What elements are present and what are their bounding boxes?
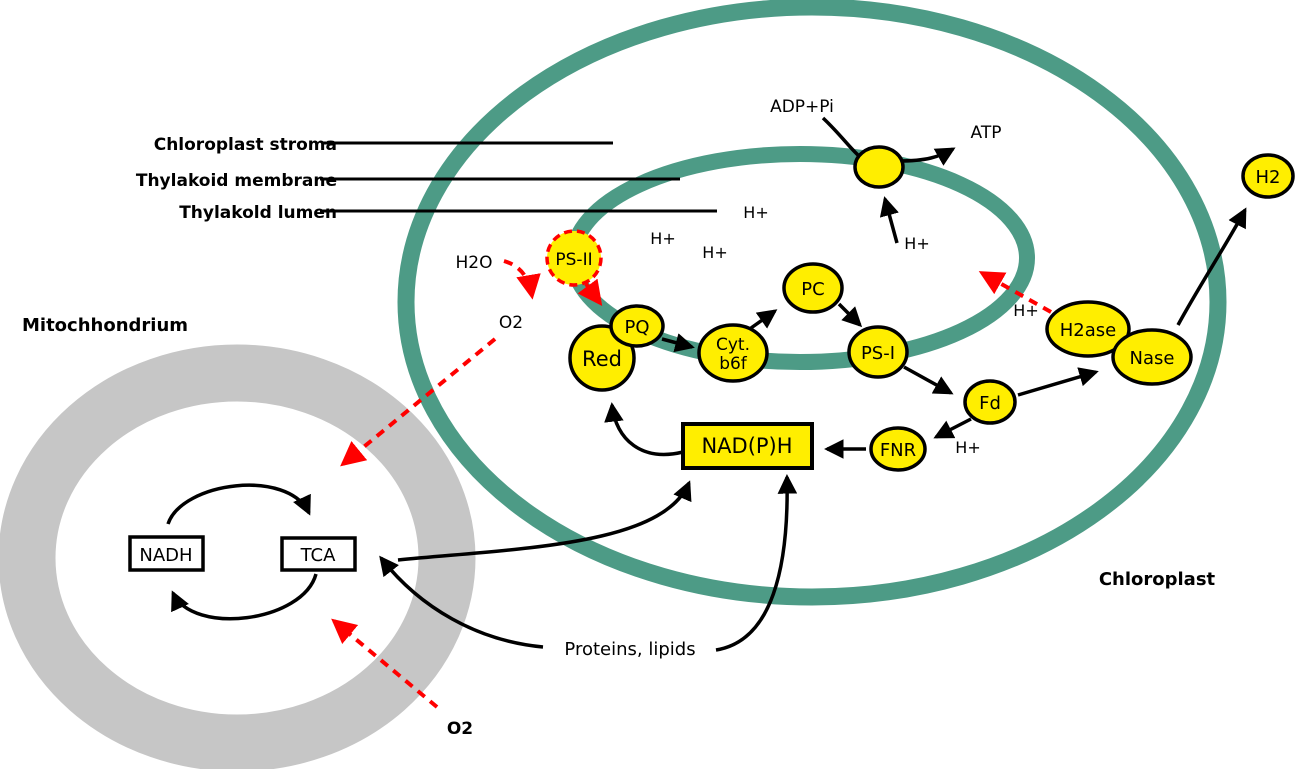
arrow-nadph-to-red (604, 402, 684, 457)
atp-label: ATP (971, 123, 1002, 143)
fd-label: Fd (979, 393, 1001, 414)
label-mitochondrium: Mitochhondrium (22, 315, 188, 336)
yellow-nodes (545, 145, 1295, 472)
red-node (568, 324, 636, 392)
label-proteins-lipids: Proteins, lipids (564, 639, 695, 660)
arrow-pq-to-cytb6f (661, 333, 695, 353)
label-chloroplast-stroma: Chloroplast stroma (154, 135, 337, 155)
cytb6f-label-line2: b6f (719, 354, 748, 374)
h2-node (1241, 153, 1295, 199)
o2-lower-label: O2 (447, 719, 473, 739)
nadh-label: NADH (139, 545, 192, 566)
pc-node (782, 262, 844, 314)
hplus-h2ase: H+ (1013, 301, 1038, 320)
pq-node (609, 304, 665, 348)
hplus-lumen-2: H+ (650, 229, 675, 248)
arrow-proteins-to-tca (379, 555, 544, 649)
arrow-hplus-to-synthase (879, 196, 899, 244)
tca-label: TCA (300, 545, 337, 566)
ps2-label: PS-II (555, 250, 592, 270)
ps2-node (545, 229, 603, 287)
pc-label: PC (801, 279, 824, 300)
hplus-synthase: H+ (904, 234, 929, 253)
nase-node (1111, 328, 1193, 386)
hplus-lumen-3: H+ (702, 243, 727, 262)
red-arrow-h2o-to-o2 (503, 259, 541, 300)
nadph-box (681, 422, 814, 470)
arrow-adp-to-synthase (821, 116, 861, 158)
label-thylakoid-lumen: Thylakold lumen (179, 203, 337, 223)
arrow-proteins-to-nadph-right (715, 474, 798, 652)
arrow-pc-to-ps1 (837, 302, 863, 328)
fnr-node (869, 426, 927, 472)
nadh-box (128, 535, 205, 572)
arrow-tca-to-nadh (171, 573, 318, 621)
o2-upper-label: O2 (499, 313, 523, 333)
nadph-label: NAD(P)H (701, 434, 792, 458)
fd-node (963, 379, 1017, 425)
arrow-synthase-to-atp (898, 147, 956, 166)
arrow-fd-to-nase (1017, 367, 1099, 397)
nase-label: Nase (1130, 348, 1175, 369)
h2-label: H2 (1256, 167, 1281, 188)
hplus-lumen-1: H+ (743, 203, 768, 222)
arrow-nadh-to-tca (166, 483, 311, 525)
label-thylakoid-membrane: Thylakoid membrane (136, 171, 337, 191)
tca-box (280, 536, 357, 572)
arrow-cytb6f-to-pc (749, 309, 778, 330)
arrow-nase-to-h2 (1176, 207, 1247, 326)
red-label: Red (582, 347, 622, 371)
pq-label: PQ (624, 317, 649, 338)
cytb6f-label-line1: Cyt. (716, 335, 750, 355)
red-arrow-o2-to-mitochondrion (340, 337, 497, 467)
h2ase-node (1045, 300, 1131, 358)
atp-synthase-node (853, 145, 905, 189)
mitochondrion-membrane (0, 344, 476, 769)
adp-pi-label: ADP+Pi (770, 97, 834, 117)
hplus-fnr: H+ (955, 438, 980, 457)
red-arrow-h2ase-to-lumen (978, 271, 1052, 314)
label-chloroplast: Chloroplast (1099, 569, 1216, 590)
red-arrow-o2-lower-to-tca (331, 618, 439, 709)
red-arrow-ps2-to-membrane (577, 278, 603, 306)
chloroplast-outer-membrane (397, 0, 1227, 606)
h2o-label: H2O (456, 253, 493, 273)
arrow-ps1-to-fd (903, 365, 954, 395)
fnr-label: FNR (880, 440, 916, 461)
cytb6f-node (697, 323, 769, 383)
arrow-fd-to-fnr (933, 417, 972, 439)
ps1-node (847, 325, 909, 379)
ps1-label: PS-I (861, 343, 895, 364)
h2ase-label: H2ase (1060, 320, 1116, 341)
arrow-proteins-to-nadph-left (397, 480, 692, 562)
